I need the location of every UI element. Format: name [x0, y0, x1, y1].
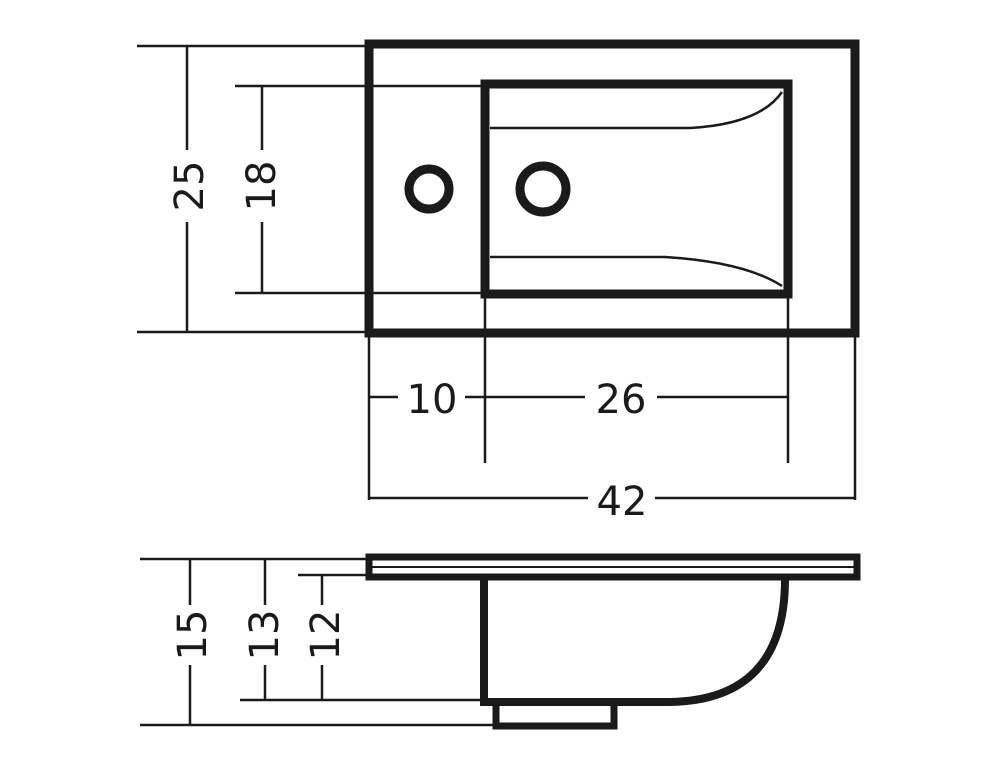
rim-outline	[365, 553, 861, 581]
drain-hole	[515, 161, 571, 217]
bowl-body-outline	[480, 578, 789, 706]
label-offset-left: 10	[407, 377, 458, 423]
label-total-width: 42	[597, 479, 648, 525]
basin-outline	[364, 39, 860, 338]
drain-outlet	[492, 698, 618, 730]
bowl-outline	[480, 79, 793, 299]
label-depth-outer: 25	[167, 161, 213, 212]
label-depth-bowl: 18	[239, 161, 285, 212]
label-bowl-width: 26	[596, 377, 647, 423]
label-height-bowl: 12	[303, 610, 349, 661]
label-height-total: 15	[170, 610, 216, 661]
bowl-curve-bottom	[490, 255, 783, 288]
bowl-curve-top	[490, 91, 784, 130]
tap-hole	[404, 164, 454, 214]
dimension-labels: 25 18 10 26 42 15 13 12	[167, 161, 647, 661]
label-height-body: 13	[242, 610, 288, 661]
top-view	[137, 39, 860, 500]
side-view	[140, 553, 861, 730]
